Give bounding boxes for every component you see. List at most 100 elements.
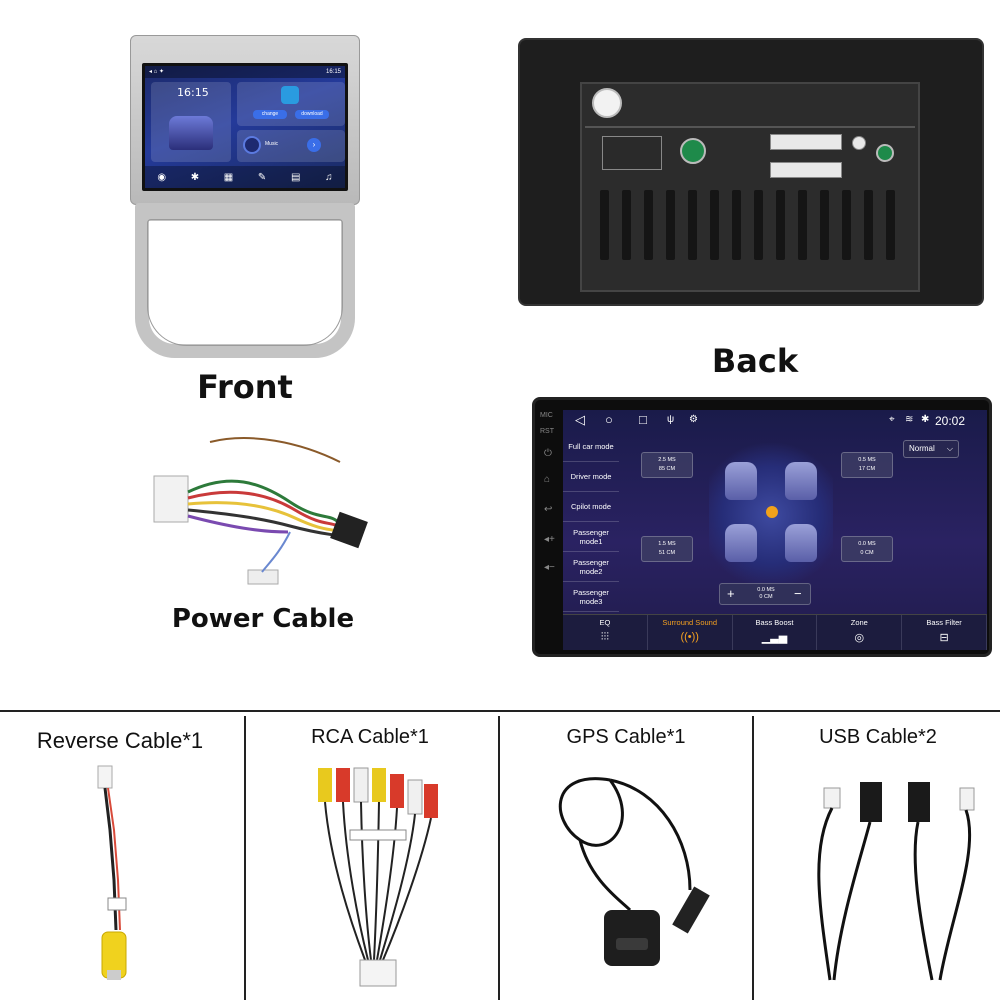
seat-front-right-icon: [785, 462, 817, 500]
nav-home-icon[interactable]: ○: [605, 412, 613, 427]
mode-passenger3[interactable]: Passenger mode3: [563, 582, 619, 612]
usb-cable-illustration: [817, 782, 975, 981]
tab-label: Bass Boost: [755, 618, 794, 627]
settings-icon: ⚙: [689, 414, 698, 425]
delay-cm: 17 CM: [858, 466, 876, 472]
rca-socket-top: [770, 134, 842, 150]
tab-bass-filter[interactable]: Bass Filter⊟: [902, 615, 987, 650]
listener-position-icon[interactable]: [766, 506, 778, 518]
tab-zone[interactable]: Zone ◎: [817, 615, 903, 650]
power-icon[interactable]: ⏻: [544, 448, 552, 459]
usb-cable-title: USB Cable*2: [819, 726, 937, 748]
mode-driver[interactable]: Driver mode: [563, 462, 619, 492]
power-cable-photo: [140, 432, 370, 592]
power-cable-illustration: [153, 437, 368, 585]
front-clock-text: 16:15: [177, 86, 209, 99]
back-rib: [622, 190, 631, 260]
seat-front-left-icon: [725, 462, 757, 500]
back-icon[interactable]: ↩: [544, 504, 553, 515]
back-rib: [776, 190, 785, 260]
music-icon[interactable]: ♫: [325, 171, 333, 183]
delay-rear-right[interactable]: 0.0 MS 0 CM: [841, 536, 893, 562]
warranty-sticker-icon: [592, 88, 622, 118]
front-status-time: 16:15: [325, 69, 341, 75]
tools-icon[interactable]: ✎: [257, 171, 267, 183]
delay-front-right[interactable]: 0.5 MS 17 CM: [841, 452, 893, 478]
reverse-cable-illustration: [97, 765, 127, 980]
black-connector-icon: [330, 511, 368, 549]
front-app-widget: change download: [237, 82, 345, 126]
nav-icon[interactable]: ◉: [157, 171, 167, 183]
tab-label: Zone: [850, 618, 868, 627]
rca-cable-illustration: [318, 767, 438, 987]
nav-recents-icon[interactable]: □: [639, 412, 647, 427]
chevron-down-icon: ⌵: [946, 444, 953, 453]
mode-passenger1[interactable]: Passenger mode1: [563, 522, 619, 552]
bluetooth-status-icon: ✱: [921, 414, 930, 425]
front-change-button[interactable]: change: [253, 110, 287, 119]
dsp-clock: 20:02: [935, 414, 966, 428]
back-rib: [732, 190, 741, 260]
rca-cable-title: RCA Cable*1: [311, 726, 429, 748]
tab-eq[interactable]: EQ⫶⫶⫶: [563, 615, 648, 650]
back-rib: [666, 190, 675, 260]
tab-bass-boost[interactable]: Bass Boost ▁▃▅: [733, 615, 818, 650]
mode-copilot[interactable]: Cpilot mode: [563, 492, 619, 522]
nav-back-icon[interactable]: ◁: [575, 412, 585, 427]
back-vent-strip: [585, 88, 915, 128]
bluetooth-icon[interactable]: ✱: [190, 171, 200, 183]
delay-cm: 0 CM: [860, 550, 874, 556]
home-icon[interactable]: ⌂: [544, 474, 551, 485]
delay-ms: 2.5 MS: [658, 457, 676, 463]
column-divider: [752, 716, 754, 1000]
volume-up-icon[interactable]: ◂+: [544, 534, 555, 545]
reverse-cable-title: Reverse Cable*1: [36, 728, 204, 753]
back-rib: [710, 190, 719, 260]
delay-rear-left[interactable]: 1.5 MS 51 CM: [641, 536, 693, 562]
delay-ms: 1.5 MS: [658, 541, 676, 547]
dsp-nav-bar: ◁ ○ □ ψ ⚙ ⌖ ≋ ✱ 20:02: [563, 410, 987, 432]
center-delay-stepper: + 0.0 MS 0 CM −: [719, 583, 811, 605]
back-rib: [864, 190, 873, 260]
volume-down-icon[interactable]: ◂−: [544, 562, 555, 573]
back-rib: [886, 190, 895, 260]
dsp-tab-bar: EQ⫶⫶⫶ Surround Sound((•)) Bass Boost▁▃▅ …: [563, 614, 987, 650]
back-caption: Back: [711, 342, 799, 380]
delay-front-left[interactable]: 2.5 MS 85 CM: [641, 452, 693, 478]
front-dock: ◉ ✱ ▦ ✎ ▤ ♫: [145, 166, 345, 188]
gps-cable-title: GPS Cable*1: [566, 726, 686, 748]
delay-cm: 0 CM: [759, 594, 773, 600]
delay-ms: 0.5 MS: [858, 457, 876, 463]
tab-surround-sound[interactable]: Surround Sound((•)): [648, 615, 733, 650]
increase-button[interactable]: +: [727, 586, 735, 601]
play-icon[interactable]: ›: [307, 138, 321, 152]
front-caption: Front: [197, 368, 293, 406]
zone-icon: ◎: [854, 632, 865, 644]
front-music-label: Music: [265, 141, 279, 147]
power-cable-caption: Power Cable: [171, 604, 355, 634]
eq-sliders-icon: ⫶⫶⫶: [600, 631, 610, 643]
rca-socket-bottom: [770, 162, 842, 178]
music-disc-icon: [243, 136, 261, 154]
radio-icon[interactable]: ▤: [290, 171, 301, 183]
decrease-button[interactable]: −: [794, 586, 802, 601]
front-screen: ◂ ⌂ ✦16:15 16:15 change download Music ›…: [142, 63, 348, 191]
delay-cm: 85 CM: [658, 466, 676, 472]
preset-select[interactable]: Normal ⌵: [903, 440, 959, 458]
gps-socket: [852, 136, 866, 150]
seat-rear-right-icon: [785, 524, 817, 562]
iso-plug-icon: [153, 475, 189, 523]
mode-full-car[interactable]: Full car mode: [563, 432, 619, 462]
mic-label: MIC: [540, 412, 553, 419]
back-chassis: [580, 82, 920, 292]
front-download-button[interactable]: download: [295, 110, 329, 119]
front-clock-widget: 16:15: [151, 82, 231, 162]
back-rib: [798, 190, 807, 260]
mode-passenger2[interactable]: Passenger mode2: [563, 552, 619, 582]
dsp-head-unit-photo: MIC RST ⏻ ⌂ ↩ ◂+ ◂− ◁ ○ □ ψ ⚙ ⌖ ≋ ✱ 20:0…: [532, 397, 992, 657]
front-head-unit-photo: ◂ ⌂ ✦16:15 16:15 change download Music ›…: [130, 35, 360, 360]
telegram-icon: [281, 86, 299, 104]
bass-boost-icon: ▁▃▅: [761, 632, 788, 644]
apps-icon[interactable]: ▦: [223, 171, 234, 183]
delay-ms: 0.0 MS: [858, 541, 876, 547]
